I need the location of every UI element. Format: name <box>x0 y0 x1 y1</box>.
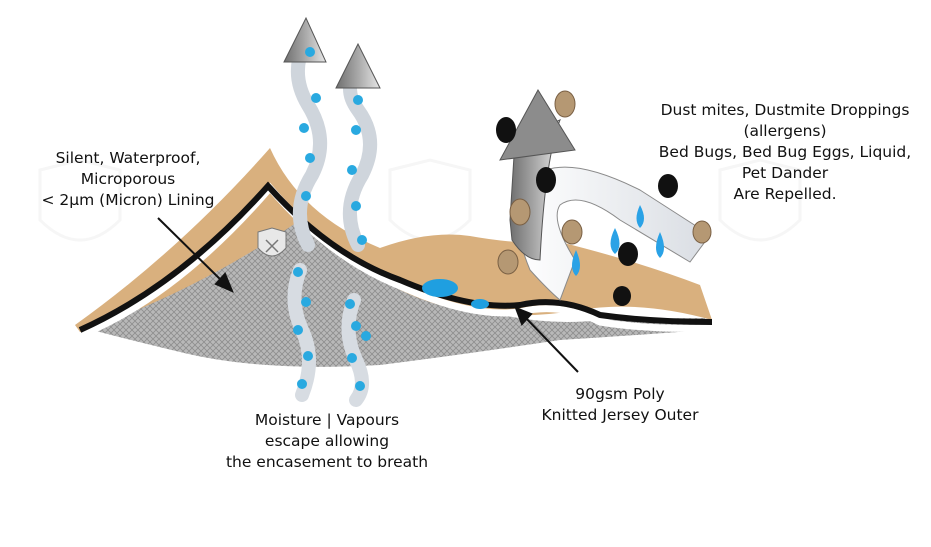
shield-crest-icon <box>257 227 287 257</box>
bed-bug-icon <box>496 117 678 306</box>
water-droplet-icon <box>299 47 367 245</box>
lining-label: Silent, Waterproof, Microporous < 2µm (M… <box>8 148 248 211</box>
vapour-arrow-left <box>283 16 328 252</box>
pointer-arrow-outer <box>514 306 579 373</box>
outer-fabric-label: 90gsm Poly Knitted Jersey Outer <box>515 384 725 426</box>
allergens-label: Dust mites, Dustmite Droppings (allergen… <box>640 100 930 205</box>
up-arrow-icon <box>335 42 381 89</box>
moisture-label-line: escape allowing <box>264 432 390 450</box>
allergens-label-line: (allergens) <box>743 122 827 140</box>
outer-label-line: 90gsm Poly <box>575 385 665 403</box>
lining-label-line: < 2µm (Micron) Lining <box>41 191 215 209</box>
allergens-label-line: Are Repelled. <box>733 185 837 203</box>
allergens-label-line: Bed Bugs, Bed Bug Eggs, Liquid, <box>658 143 912 161</box>
allergens-label-line: Pet Dander <box>741 164 829 182</box>
moisture-label-line: the encasement to breath <box>225 453 429 471</box>
water-droplet-icon <box>422 279 489 309</box>
up-arrow-icon <box>283 16 327 63</box>
moisture-label: Moisture | Vapours escape allowing the e… <box>212 410 442 473</box>
white-layer <box>86 182 713 336</box>
lining-label-line: Silent, Waterproof, <box>55 149 201 167</box>
pointer-arrow-lining <box>157 217 234 293</box>
outer-label-line: Knitted Jersey Outer <box>541 406 699 424</box>
vapour-arrow-right <box>335 42 381 252</box>
moisture-label-line: Moisture | Vapours <box>254 411 400 429</box>
allergens-label-line: Dust mites, Dustmite Droppings <box>660 101 910 119</box>
water-droplet-icon <box>572 205 664 276</box>
lining-label-line: Microporous <box>80 170 176 188</box>
vapour-below <box>287 263 371 407</box>
dust-mite-icon <box>497 90 712 275</box>
